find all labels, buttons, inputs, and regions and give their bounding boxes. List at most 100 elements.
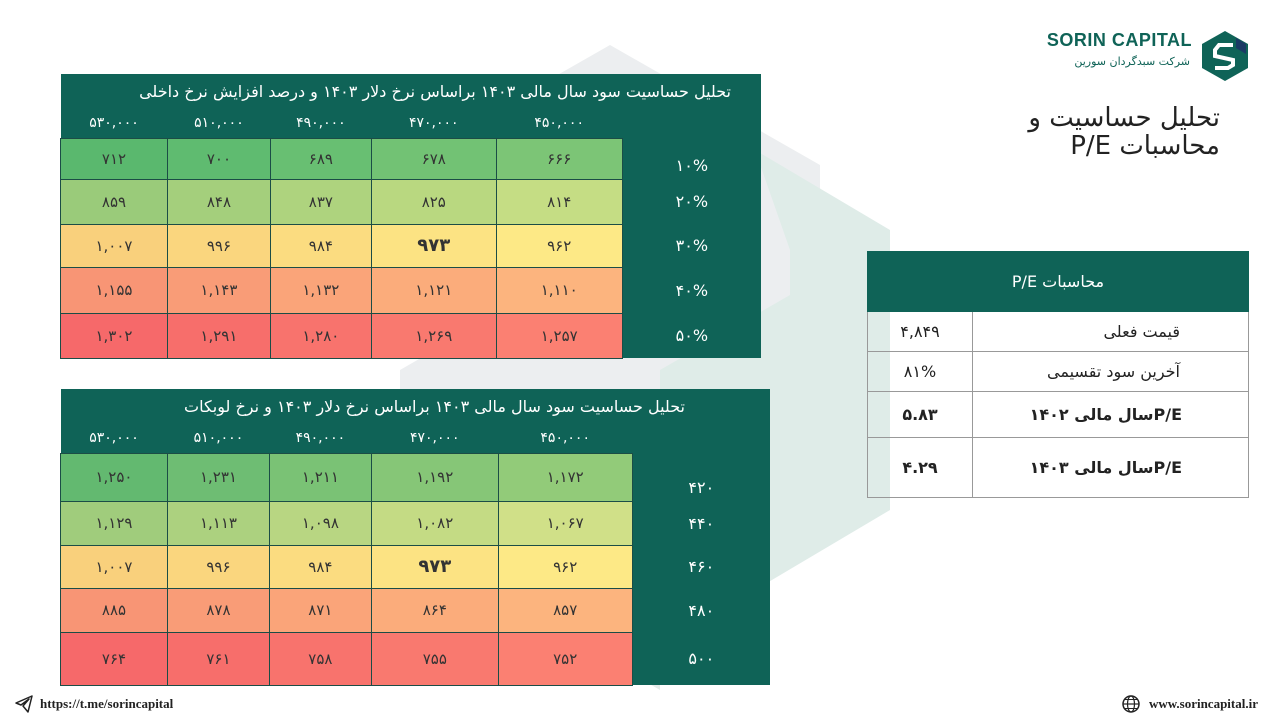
table2-cell: ۱,۱۹۲ — [370, 452, 499, 502]
table2-cell: ۱,۰۰۷ — [60, 544, 168, 589]
telegram-icon — [15, 695, 33, 713]
table2-cell: ۱,۰۹۸ — [268, 500, 372, 546]
table2-cell: ۸۸۵ — [60, 587, 168, 633]
table2-col-header: ۴۷۰,۰۰۰ — [371, 423, 499, 453]
table2-cell: ۸۷۱ — [268, 587, 372, 633]
table1-cell: ۱,۳۰۲ — [60, 312, 168, 359]
table2-cell: ۱,۰۸۲ — [370, 500, 499, 546]
table1-cell: ۷۱۲ — [60, 137, 168, 180]
table-row: قیمت فعلی ۴,۸۴۹ — [867, 311, 1249, 352]
table2-cell: ۸۶۴ — [370, 587, 499, 633]
table-row: ۴۰% ۱,۱۱۰ ۱,۱۲۱ ۱,۱۳۲ ۱,۱۴۳ ۱,۱۵۵ — [60, 266, 761, 314]
pe-value-1403: ۴.۲۹ — [867, 437, 973, 498]
table1-cell: ۱,۲۹۱ — [166, 312, 271, 359]
table-row: ۵۰۰ ۷۵۲ ۷۵۵ ۷۵۸ ۷۶۱ ۷۶۴ — [60, 631, 770, 686]
table1-row-label: ۵۰% — [622, 313, 761, 358]
globe-icon — [1122, 695, 1140, 713]
page-title-line1: تحلیل حساسیت و — [1028, 103, 1220, 133]
table-row: ۴۶۰ ۹۶۲ ۹۷۳ ۹۸۴ ۹۹۶ ۱,۰۰۷ — [60, 544, 770, 589]
table2-cell: ۱,۱۷۲ — [497, 452, 633, 502]
table1-col-header: ۴۷۰,۰۰۰ — [371, 108, 497, 138]
table1-cell: ۱,۱۲۱ — [370, 266, 497, 314]
pe-table-header: محاسبات P/E — [867, 251, 1249, 312]
table1-cell: ۶۸۹ — [269, 137, 372, 180]
website-link[interactable]: www.sorincapital.ir — [1148, 696, 1258, 711]
table1-cell: ۷۰۰ — [166, 137, 271, 180]
table2-cell: ۷۶۴ — [60, 631, 168, 686]
table2-col-header: ۵۳۰,۰۰۰ — [60, 423, 168, 453]
table2-row-label: ۵۰۰ — [632, 632, 770, 685]
table2-cell: ۹۹۶ — [166, 544, 270, 589]
table2-corner — [632, 423, 770, 453]
table1-row-label: ۴۰% — [622, 267, 761, 313]
table1-title: تحلیل حساسیت سود سال مالی ۱۴۰۳ براساس نر… — [60, 74, 761, 108]
sorin-logo-icon — [1202, 31, 1248, 81]
table2-cell: ۱,۰۶۷ — [497, 500, 633, 546]
telegram-link-group[interactable]: https://t.me/sorincapital — [14, 694, 173, 714]
table2-cell: ۷۵۵ — [370, 631, 499, 686]
table2-cell: ۹۷۳ — [370, 544, 499, 589]
table2-cell: ۱,۱۲۹ — [60, 500, 168, 546]
table2-cell: ۸۵۷ — [497, 587, 633, 633]
brand-subtitle: شرکت سبدگردان سورین — [1074, 55, 1190, 68]
table-row: P/Eسال مالی ۱۴۰۳ ۴.۲۹ — [867, 437, 1249, 498]
pe-label-current-price: قیمت فعلی — [972, 311, 1249, 352]
table1-corner — [622, 108, 761, 138]
table-row: ۵۰% ۱,۲۵۷ ۱,۲۶۹ ۱,۲۸۰ ۱,۲۹۱ ۱,۳۰۲ — [60, 312, 761, 359]
table1-cell: ۱,۱۴۳ — [166, 266, 271, 314]
table2-cell: ۷۶۱ — [166, 631, 270, 686]
table1-cell: ۸۴۸ — [166, 178, 271, 225]
table2-row-label: ۴۸۰ — [632, 588, 770, 632]
table2-title: تحلیل حساسیت سود سال مالی ۱۴۰۳ براساس نر… — [60, 389, 770, 423]
table2-col-header: ۴۵۰,۰۰۰ — [498, 423, 633, 453]
table1-cell: ۶۷۸ — [370, 137, 497, 180]
table1-col-header: ۵۳۰,۰۰۰ — [60, 108, 168, 138]
table1-row-label: ۳۰% — [622, 224, 761, 267]
table2-cell: ۹۶۲ — [497, 544, 633, 589]
table-row: ۴۲۰ ۱,۱۷۲ ۱,۱۹۲ ۱,۲۱۱ ۱,۲۳۱ ۱,۲۵۰ — [60, 452, 770, 502]
pe-value-last-dividend: ۸۱% — [867, 351, 973, 392]
table2-row-label: ۴۴۰ — [632, 501, 770, 545]
table1-col-header: ۵۱۰,۰۰۰ — [167, 108, 271, 138]
page-title: تحلیل حساسیت و محاسبات P/E — [920, 104, 1220, 160]
pe-table: محاسبات P/E قیمت فعلی ۴,۸۴۹ آخرین سود تق… — [867, 251, 1249, 498]
table1-cell: ۹۹۶ — [166, 223, 271, 268]
table1-cell: ۶۶۶ — [495, 137, 623, 180]
table2-cell: ۷۵۸ — [268, 631, 372, 686]
table-row: P/Eسال مالی ۱۴۰۲ ۵.۸۳ — [867, 391, 1249, 438]
sensitivity-table-domestic: تحلیل حساسیت سود سال مالی ۱۴۰۳ براساس نر… — [60, 74, 761, 359]
table1-cell: ۸۵۹ — [60, 178, 168, 225]
table1-cell: ۸۱۴ — [495, 178, 623, 225]
website-link-group[interactable]: www.sorincapital.ir — [1121, 694, 1258, 714]
table-row: ۴۸۰ ۸۵۷ ۸۶۴ ۸۷۱ ۸۷۸ ۸۸۵ — [60, 587, 770, 633]
table2-cell: ۸۷۸ — [166, 587, 270, 633]
pe-label-1402: P/Eسال مالی ۱۴۰۲ — [972, 391, 1249, 438]
table1-cell: ۹۷۳ — [370, 223, 497, 268]
telegram-link[interactable]: https://t.me/sorincapital — [40, 696, 174, 711]
table2-col-header: ۵۱۰,۰۰۰ — [167, 423, 270, 453]
table2-col-header: ۴۹۰,۰۰۰ — [269, 423, 372, 453]
table1-row-label: ۲۰% — [622, 179, 761, 224]
table2-row-label: ۴۲۰ — [632, 453, 770, 501]
table1-cell: ۱,۲۸۰ — [269, 312, 372, 359]
brand: SORIN CAPITAL شرکت سبدگردان سورین — [1047, 30, 1250, 81]
table1-row-label: ۱۰% — [622, 138, 761, 179]
table2-cell: ۱,۲۳۱ — [166, 452, 270, 502]
page-title-line2: محاسبات P/E — [1070, 131, 1220, 161]
table2-cell: ۱,۲۱۱ — [268, 452, 372, 502]
pe-label-1403: P/Eسال مالی ۱۴۰۳ — [972, 437, 1249, 498]
table1-cell: ۹۶۲ — [495, 223, 623, 268]
pe-value-1402: ۵.۸۳ — [867, 391, 973, 438]
table1-cell: ۸۲۵ — [370, 178, 497, 225]
table-row: آخرین سود تقسیمی ۸۱% — [867, 351, 1249, 392]
pe-value-current-price: ۴,۸۴۹ — [867, 311, 973, 352]
table1-cell: ۱,۲۶۹ — [370, 312, 497, 359]
table-row: ۲۰% ۸۱۴ ۸۲۵ ۸۳۷ ۸۴۸ ۸۵۹ — [60, 178, 761, 225]
table1-cell: ۱,۲۵۷ — [495, 312, 623, 359]
table1-col-header: ۴۵۰,۰۰۰ — [496, 108, 623, 138]
table-row: ۳۰% ۹۶۲ ۹۷۳ ۹۸۴ ۹۹۶ ۱,۰۰۷ — [60, 223, 761, 268]
table1-cell: ۱,۱۳۲ — [269, 266, 372, 314]
table1-cell: ۱,۱۱۰ — [495, 266, 623, 314]
table2-cell: ۹۸۴ — [268, 544, 372, 589]
table-row: ۱۰% ۶۶۶ ۶۷۸ ۶۸۹ ۷۰۰ ۷۱۲ — [60, 137, 761, 180]
